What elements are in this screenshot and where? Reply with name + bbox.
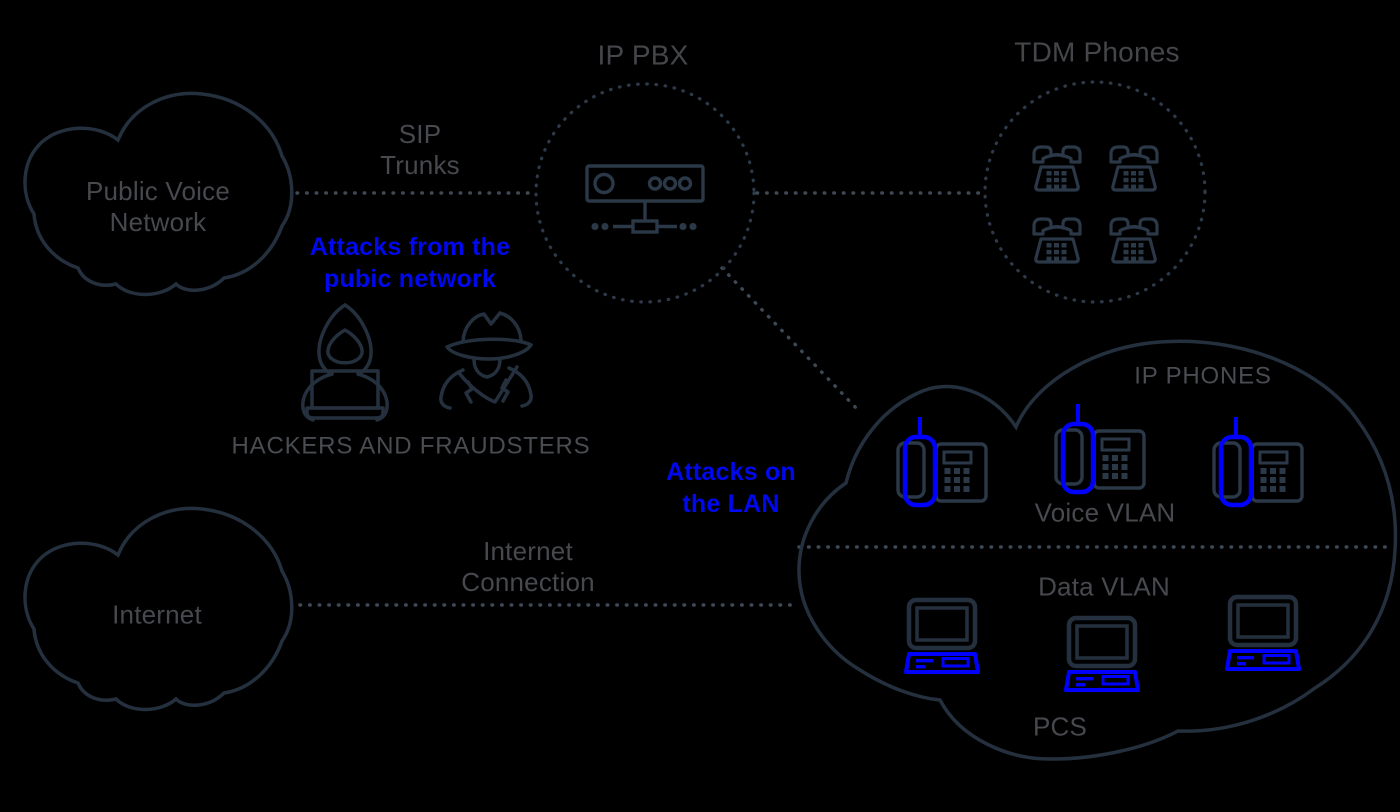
tdm-phone-icon	[1109, 217, 1159, 264]
pc-icon	[1066, 618, 1138, 690]
tdm-phone-icon	[1032, 217, 1082, 264]
ip-phone-icon	[898, 417, 986, 505]
ip-phone-icon	[1214, 417, 1302, 505]
public-voice-network-label: Public Voice Network	[85, 176, 231, 237]
attacks-from-public-label: Attacks from the pubic network	[309, 233, 511, 293]
pc-icon	[906, 600, 978, 672]
pbx-device-icon	[585, 164, 705, 234]
tdm-phones-label: TDM Phones	[1014, 36, 1180, 68]
fraudster-spy-icon	[439, 311, 533, 410]
internet-connection-label: Internet Connection	[461, 536, 595, 597]
lan-cloud	[797, 339, 1398, 761]
hacker-hoodie-icon	[301, 303, 389, 422]
data-vlan-label: Data VLAN	[1038, 571, 1170, 602]
ip-phone-icon	[1056, 404, 1144, 492]
hackers-fraudsters-label: HACKERS AND FRAUDSTERS	[231, 432, 591, 460]
sip-trunks-label: SIP Trunks	[380, 119, 460, 180]
ip-pbx-circle	[534, 82, 756, 304]
voice-vlan-label: Voice VLAN	[1034, 497, 1176, 528]
tdm-phone-icon	[1032, 145, 1082, 192]
tdm-phone-icon	[1109, 145, 1159, 192]
attacks-on-lan-label: Attacks on the LAN	[666, 458, 796, 518]
pcs-label: PCS	[1032, 711, 1088, 742]
pbx-lan-link	[720, 266, 860, 412]
internet-label: Internet	[112, 599, 202, 630]
ip-phones-label: IP PHONES	[1134, 362, 1272, 390]
tdm-phones-circle	[983, 80, 1207, 304]
ip-pbx-label: IP PBX	[597, 39, 689, 71]
pc-icon	[1227, 597, 1299, 669]
